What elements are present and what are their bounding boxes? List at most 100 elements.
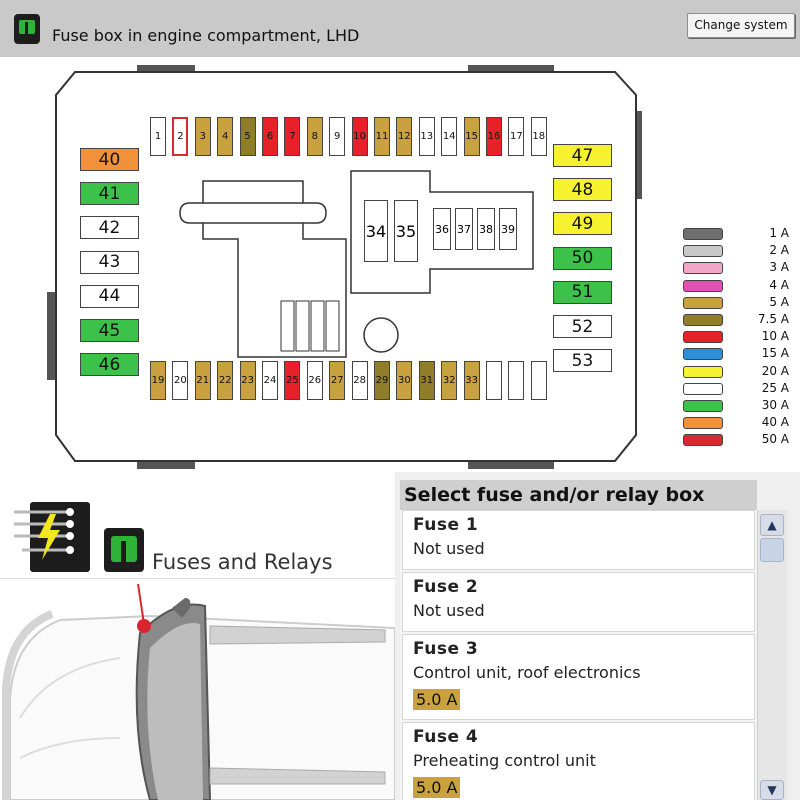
- legend-swatch-20A: [683, 365, 723, 378]
- scroll-down-button[interactable]: ▼: [760, 780, 784, 800]
- legend-label: 1 A: [769, 226, 789, 240]
- section-title: Fuses and Relays: [152, 550, 333, 574]
- fuse-53[interactable]: 53: [553, 349, 612, 373]
- fuse-4[interactable]: 4: [217, 117, 234, 156]
- fuse-spare[interactable]: [530, 361, 547, 400]
- fuse-23[interactable]: 23: [239, 361, 256, 400]
- fuse-9[interactable]: 9: [329, 117, 346, 156]
- fuse-22[interactable]: 22: [217, 361, 234, 400]
- fuse-42[interactable]: 42: [80, 216, 139, 240]
- legend-swatch-40A: [683, 417, 723, 430]
- fuse-40[interactable]: 40: [80, 148, 139, 171]
- fuse-25[interactable]: 25: [284, 361, 301, 400]
- legend-swatch-50A: [683, 434, 723, 447]
- fuse-33[interactable]: 33: [463, 361, 480, 400]
- list-item-title: Fuse 3: [413, 639, 479, 659]
- fuse-31[interactable]: 31: [418, 361, 435, 400]
- fuse-10[interactable]: 10: [351, 117, 368, 156]
- legend-swatch-2A: [683, 245, 723, 258]
- car-top-view: [0, 578, 395, 800]
- fuse-14[interactable]: 14: [441, 117, 458, 156]
- legend-label: 2 A: [769, 243, 789, 258]
- fuse-36[interactable]: 36: [433, 208, 451, 250]
- fuse-49[interactable]: 49: [553, 212, 612, 236]
- fuse-17[interactable]: 17: [508, 117, 525, 156]
- fuse-app-icon: [104, 528, 144, 572]
- fuse-20[interactable]: 20: [172, 361, 189, 400]
- list-item-title: Fuse 2: [413, 577, 479, 597]
- legend-label: 40 A: [761, 415, 789, 430]
- fuse-47[interactable]: 47: [553, 144, 612, 167]
- legend-label: 30 A: [761, 398, 789, 412]
- fuse-37[interactable]: 37: [455, 208, 473, 250]
- fuse-18[interactable]: 18: [530, 117, 547, 156]
- fuse-16[interactable]: 16: [486, 117, 502, 156]
- list-item-title: Fuse 4: [413, 727, 479, 747]
- list-item-description: Preheating control unit: [413, 751, 596, 770]
- fuse-11[interactable]: 11: [374, 117, 390, 156]
- fuse-27[interactable]: 27: [329, 361, 346, 400]
- fuse-7[interactable]: 7: [284, 117, 301, 156]
- fuse-3[interactable]: 3: [194, 117, 211, 156]
- circuit-lightning-icon: [14, 502, 90, 572]
- legend-swatch-4A: [683, 279, 723, 292]
- fuse-51[interactable]: 51: [553, 280, 612, 304]
- fuse-29[interactable]: 29: [374, 361, 390, 400]
- fuse-28[interactable]: 28: [351, 361, 368, 400]
- fuse-1[interactable]: 1: [150, 117, 166, 156]
- legend-label: 15 A: [761, 346, 789, 361]
- legend-label: 3 A: [769, 260, 789, 275]
- fuse-15[interactable]: 15: [463, 117, 480, 156]
- legend-label: 25 A: [761, 380, 789, 395]
- fuse-48[interactable]: 48: [553, 178, 612, 202]
- fuse-39[interactable]: 39: [499, 208, 517, 250]
- fuse-6[interactable]: 6: [262, 117, 278, 156]
- change-system-button[interactable]: Change system: [687, 13, 795, 38]
- fuse-13[interactable]: 13: [418, 117, 435, 156]
- list-item-title: Fuse 1: [413, 515, 479, 535]
- fuse-5[interactable]: 5: [239, 117, 256, 156]
- page-title: Fuse box in engine compartment, LHD: [52, 26, 360, 45]
- fuse-30[interactable]: 30: [396, 361, 413, 400]
- legend-swatch-7.5A: [683, 314, 723, 326]
- fuse-45[interactable]: 45: [80, 319, 139, 342]
- fuse-spare[interactable]: [508, 361, 525, 400]
- fuse-box-location-marker: [137, 619, 151, 633]
- list-item[interactable]: Fuse 4 Preheating control unit 5.0 A: [402, 722, 755, 800]
- fuse-32[interactable]: 32: [441, 361, 458, 400]
- legend-swatch-5A: [683, 296, 723, 309]
- fuse-2[interactable]: 2: [172, 117, 189, 156]
- fuse-34[interactable]: 34: [364, 200, 388, 262]
- fuse-26[interactable]: 26: [306, 361, 323, 400]
- fuse-24[interactable]: 24: [262, 361, 278, 400]
- fuse-38[interactable]: 38: [477, 208, 495, 250]
- fuse-8[interactable]: 8: [306, 117, 323, 156]
- fuse-43[interactable]: 43: [80, 250, 139, 274]
- list-item-description: Not used: [413, 601, 485, 620]
- fuse-52[interactable]: 52: [553, 315, 612, 338]
- fuse-35[interactable]: 35: [394, 200, 418, 262]
- fuse-21[interactable]: 21: [194, 361, 211, 400]
- fuse-spare[interactable]: [486, 361, 502, 400]
- legend-label: 10 A: [761, 329, 789, 344]
- legend-label: 50 A: [761, 432, 789, 447]
- legend-label: 20 A: [761, 363, 789, 378]
- fuse-12[interactable]: 12: [396, 117, 413, 156]
- list-item[interactable]: Fuse 2 Not used: [402, 572, 755, 632]
- fuse-rating-badge: 5.0 A: [413, 777, 461, 798]
- window-header: [0, 0, 800, 57]
- fuse-50[interactable]: 50: [553, 246, 612, 270]
- legend-swatch-15A: [683, 348, 723, 361]
- legend-label: 7.5 A: [757, 312, 789, 326]
- fuse-41[interactable]: 41: [80, 182, 139, 206]
- fuse-46[interactable]: 46: [80, 353, 139, 377]
- fuse-44[interactable]: 44: [80, 284, 139, 308]
- scroll-up-button[interactable]: ▲: [760, 514, 784, 536]
- list-item-description: Control unit, roof electronics: [413, 663, 641, 682]
- fuse-19[interactable]: 19: [150, 361, 166, 400]
- scroll-thumb[interactable]: [760, 538, 784, 562]
- legend-label: 4 A: [769, 277, 789, 292]
